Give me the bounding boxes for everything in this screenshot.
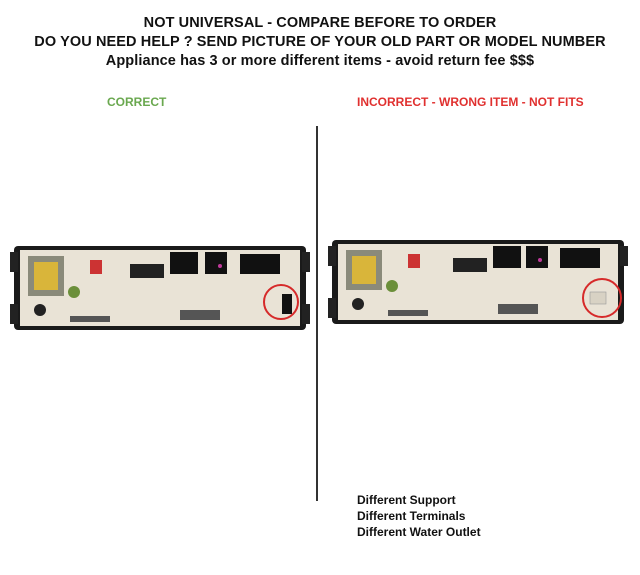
header-pins bbox=[388, 310, 428, 316]
capacitor bbox=[34, 304, 46, 316]
connector bbox=[205, 252, 227, 274]
header-pins bbox=[70, 316, 110, 322]
transformer-coil bbox=[34, 262, 58, 290]
mount-tab bbox=[620, 246, 628, 266]
capacitor bbox=[352, 298, 364, 310]
relay-block bbox=[130, 264, 164, 278]
note-item: Different Support bbox=[357, 493, 456, 507]
mount-tab bbox=[10, 304, 18, 324]
capacitor bbox=[386, 280, 398, 292]
mount-tab bbox=[328, 298, 336, 318]
mount-tab bbox=[302, 304, 310, 324]
led bbox=[218, 264, 222, 268]
relay bbox=[408, 254, 420, 268]
note-item: Different Terminals bbox=[357, 509, 466, 523]
header-line-2: DO YOU NEED HELP ? SEND PICTURE OF YOUR … bbox=[34, 34, 606, 50]
mount-tab bbox=[10, 252, 18, 272]
capacitor bbox=[68, 286, 80, 298]
connector bbox=[240, 254, 280, 274]
mount-tab bbox=[302, 252, 310, 272]
connector bbox=[170, 252, 198, 274]
mount-tab bbox=[328, 246, 336, 266]
highlight-circle bbox=[582, 278, 622, 318]
empty-terminal-area bbox=[589, 291, 607, 305]
connector bbox=[493, 246, 521, 268]
divider-line bbox=[316, 126, 318, 501]
header-pins bbox=[180, 310, 220, 320]
correct-board-image bbox=[10, 246, 310, 330]
correct-label: CORRECT bbox=[107, 95, 167, 109]
incorrect-label: INCORRECT - WRONG ITEM - NOT FITS bbox=[357, 95, 584, 109]
header-line-1: NOT UNIVERSAL - COMPARE BEFORE TO ORDER bbox=[143, 15, 497, 31]
header: NOT UNIVERSAL - COMPARE BEFORE TO ORDER … bbox=[0, 14, 640, 71]
header-line-3: Appliance has 3 or more different items … bbox=[105, 53, 535, 69]
water-outlet-terminal bbox=[282, 294, 292, 314]
differences-list: Different Support Different Terminals Di… bbox=[357, 492, 481, 540]
relay-block bbox=[453, 258, 487, 272]
relay bbox=[90, 260, 102, 274]
connector bbox=[526, 246, 548, 268]
highlight-circle bbox=[263, 284, 299, 320]
connector bbox=[560, 248, 600, 268]
header-pins bbox=[498, 304, 538, 314]
led bbox=[538, 258, 542, 262]
incorrect-board-image bbox=[328, 240, 628, 324]
transformer-coil bbox=[352, 256, 376, 284]
note-item: Different Water Outlet bbox=[357, 525, 481, 539]
